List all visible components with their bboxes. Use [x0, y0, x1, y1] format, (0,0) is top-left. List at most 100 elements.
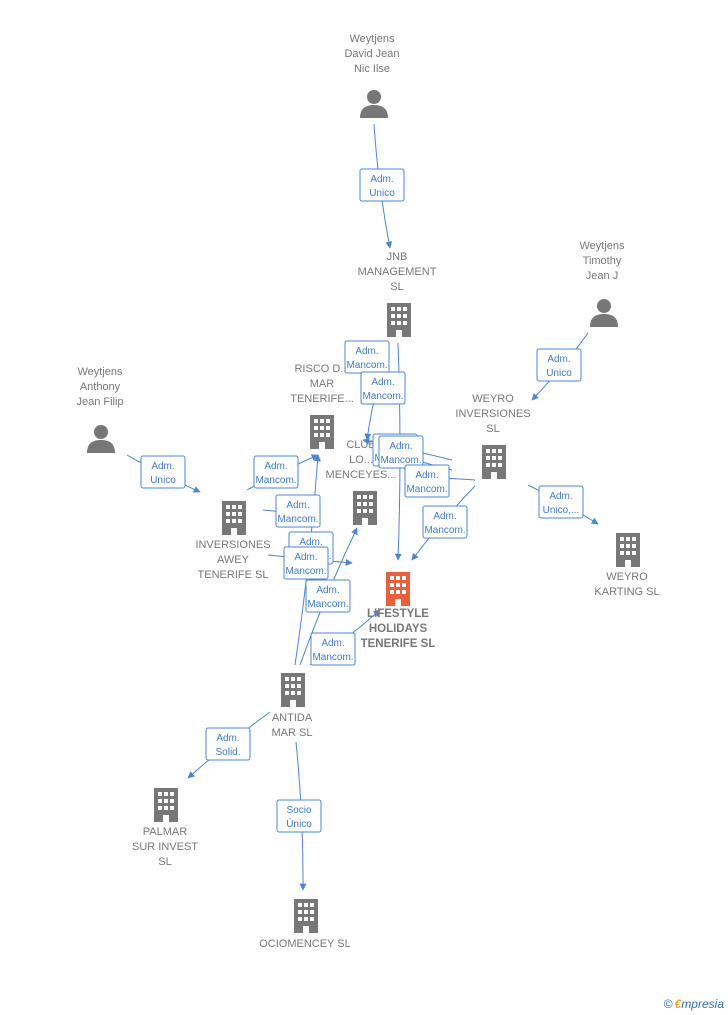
edge-label-text: Solid. — [215, 747, 240, 758]
node-label-line: WEYRO — [472, 393, 514, 405]
edge-label-text: Mancom. — [277, 514, 318, 525]
node-label-line: WEYRO — [606, 571, 648, 583]
edge-label-text: Adm. — [547, 354, 570, 365]
edge-label-box[interactable] — [404, 464, 450, 498]
edge-label-box[interactable] — [140, 455, 186, 489]
edge-label-text: Adm. — [264, 461, 287, 472]
edge-label-text: Adm. — [294, 552, 317, 563]
node-label-line: SL — [158, 856, 171, 868]
node-label-line: MANAGEMENT — [358, 266, 437, 278]
edge-label-box[interactable] — [283, 546, 329, 580]
edge-label-box[interactable] — [305, 579, 351, 613]
edge-label-box[interactable] — [536, 348, 582, 382]
node-label-line: Weytjens — [579, 240, 625, 252]
edge-label-7[interactable]: Adm.Mancom. — [404, 464, 450, 498]
node-weyroinv[interactable]: WEYRO INVERSIONES SL — [455, 393, 531, 479]
edge-label-text: Mancom. — [380, 455, 421, 466]
edge-label-text: Socio — [286, 805, 311, 816]
edge-label-box[interactable] — [253, 455, 299, 489]
edge-label-box[interactable] — [422, 505, 468, 539]
edge-label-11[interactable]: Adm.Mancom. — [275, 494, 321, 528]
node-label-line: JNB — [387, 251, 408, 263]
node-label-line: TENERIFE... — [290, 393, 354, 405]
edge-label-8[interactable]: Adm.Mancom. — [422, 505, 468, 539]
building-icon — [616, 533, 640, 567]
node-club[interactable]: CLUBLO...MENCEYES... — [326, 439, 397, 525]
node-ociomencey[interactable]: OCIOMENCEY SL — [259, 899, 351, 950]
node-label-line: RISCO D... — [294, 363, 349, 375]
edge-label-text: Mancom. — [362, 391, 403, 402]
node-label-line: MAR SL — [272, 727, 313, 739]
edge-label-box[interactable] — [360, 371, 406, 405]
edge-label-text: Unico — [150, 475, 176, 486]
edge-label-text: Adm. — [415, 470, 438, 481]
edge-label-text: Mancom. — [346, 360, 387, 371]
edge-label-16[interactable]: Adm.Solid. — [205, 727, 251, 761]
edge-label-box[interactable] — [538, 485, 584, 519]
node-label-line: LO... — [349, 454, 373, 466]
person-icon — [87, 425, 115, 453]
edge-label-box[interactable] — [359, 168, 405, 202]
edge-label-text: Adm. — [299, 537, 322, 548]
node-label-line: KARTING SL — [594, 586, 659, 598]
building-icon — [294, 899, 318, 933]
edge-label-box[interactable] — [378, 435, 424, 469]
edge-label-text: Mancom. — [285, 566, 326, 577]
node-label-line: CLUB — [346, 439, 375, 451]
node-label-line: AWEY — [217, 554, 250, 566]
node-label-line: SL — [486, 423, 499, 435]
edge-labels-layer: Adm.UnicoAdm.UnicoAdm.UnicoAdm.Mancom.Ad… — [140, 168, 584, 833]
edge-label-text: Adm. — [370, 174, 393, 185]
edge-label-6[interactable]: Adm.Mancom. — [378, 435, 424, 469]
edge-label-text: Mancom. — [255, 475, 296, 486]
edge-label-10[interactable]: Adm. Mancom. — [253, 455, 299, 489]
edge-label-4[interactable]: Adm.Mancom. — [360, 371, 406, 405]
edge-label-text: Adm. — [316, 585, 339, 596]
node-label-line: MAR — [310, 378, 335, 390]
edge-label-13[interactable]: Adm. Mancom. — [283, 546, 329, 580]
edge-label-3[interactable]: Adm.Mancom. — [344, 340, 390, 374]
edge-label-box[interactable] — [205, 727, 251, 761]
node-label-line: SUR INVEST — [132, 841, 198, 853]
copyright-symbol: © — [663, 997, 673, 1011]
empresia-logo[interactable]: ©€mpresia — [664, 997, 724, 1011]
edge-label-14[interactable]: Adm.Mancom. — [305, 579, 351, 613]
edge-label-box[interactable] — [310, 632, 356, 666]
edge-label-text: Mancom. — [312, 652, 353, 663]
edge-label-0[interactable]: Adm.Unico — [359, 168, 405, 202]
node-label-line: INVERSIONES — [455, 408, 530, 420]
edge-label-text: Adm. — [549, 491, 572, 502]
edge-label-15[interactable]: Adm. Mancom. — [310, 632, 356, 666]
node-label-line: INVERSIONES — [195, 539, 270, 551]
node-risco[interactable]: RISCO D... MAR TENERIFE... — [290, 363, 354, 449]
node-label-line: OCIOMENCEY SL — [259, 938, 351, 950]
node-label-line: TENERIFE SL — [198, 569, 269, 581]
building-icon — [154, 788, 178, 822]
edge-label-9[interactable]: Adm. Unico,... — [538, 485, 584, 519]
edge-label-text: Adm. — [321, 638, 344, 649]
node-label-line: Nic Ilse — [354, 63, 390, 75]
edge-label-text: Mancom. — [424, 525, 465, 536]
edge-label-text: Unico,... — [543, 505, 580, 516]
edge-label-box[interactable] — [276, 799, 322, 833]
building-icon — [387, 303, 411, 337]
node-awey[interactable]: INVERSIONES AWEY TENERIFE SL — [195, 501, 271, 581]
node-weyrokart[interactable]: WEYRO KARTING SL — [594, 533, 660, 598]
edge-label-box[interactable] — [275, 494, 321, 528]
edge-label-1[interactable]: Adm.Unico — [536, 348, 582, 382]
edge-label-2[interactable]: Adm.Unico — [140, 455, 186, 489]
person-icon — [590, 299, 618, 327]
node-label-line: Jean J — [586, 270, 618, 282]
edge-label-text: Único — [286, 817, 312, 830]
node-label-line: HOLIDAYS — [369, 623, 428, 635]
